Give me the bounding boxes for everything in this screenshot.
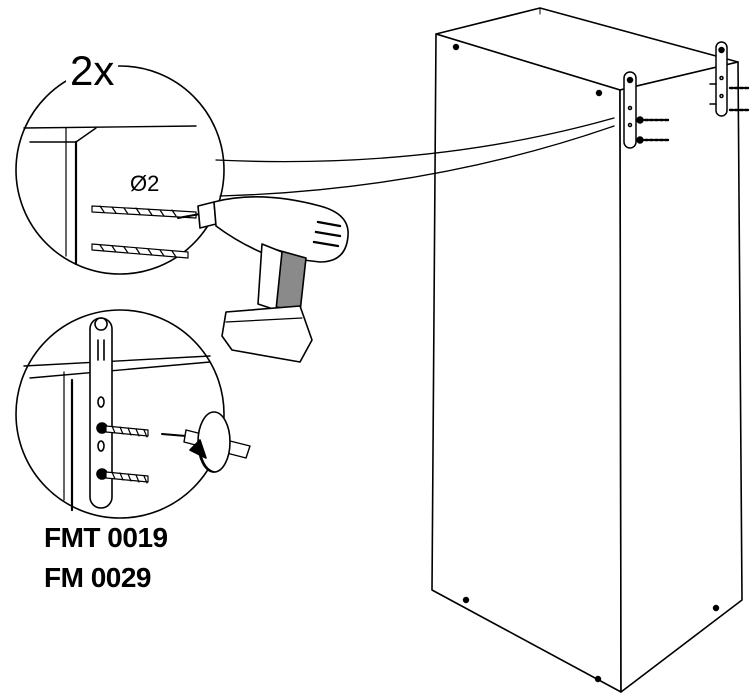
drill-bit-icon xyxy=(91,243,189,259)
drill-bit-icon xyxy=(91,205,197,219)
quantity-label: 2x xyxy=(66,48,119,94)
wall-bracket-icon xyxy=(623,71,670,149)
wall-bracket-icon xyxy=(89,317,113,509)
cabinet-side xyxy=(619,61,743,693)
screw-icon xyxy=(96,422,149,438)
drill-detail-callout xyxy=(15,65,615,275)
drill-diameter-label: Ø2 xyxy=(130,171,160,196)
part-code-1: FMT 0019 xyxy=(44,522,168,553)
bracket-detail-callout xyxy=(15,309,251,519)
tall-cabinet xyxy=(431,7,743,693)
part-code-2: FM 0029 xyxy=(44,562,152,593)
rotate-clockwise-icon xyxy=(189,411,231,473)
screw-icon xyxy=(96,468,149,484)
wall-bracket-icon xyxy=(709,41,750,117)
cordless-drill-icon xyxy=(177,196,349,363)
